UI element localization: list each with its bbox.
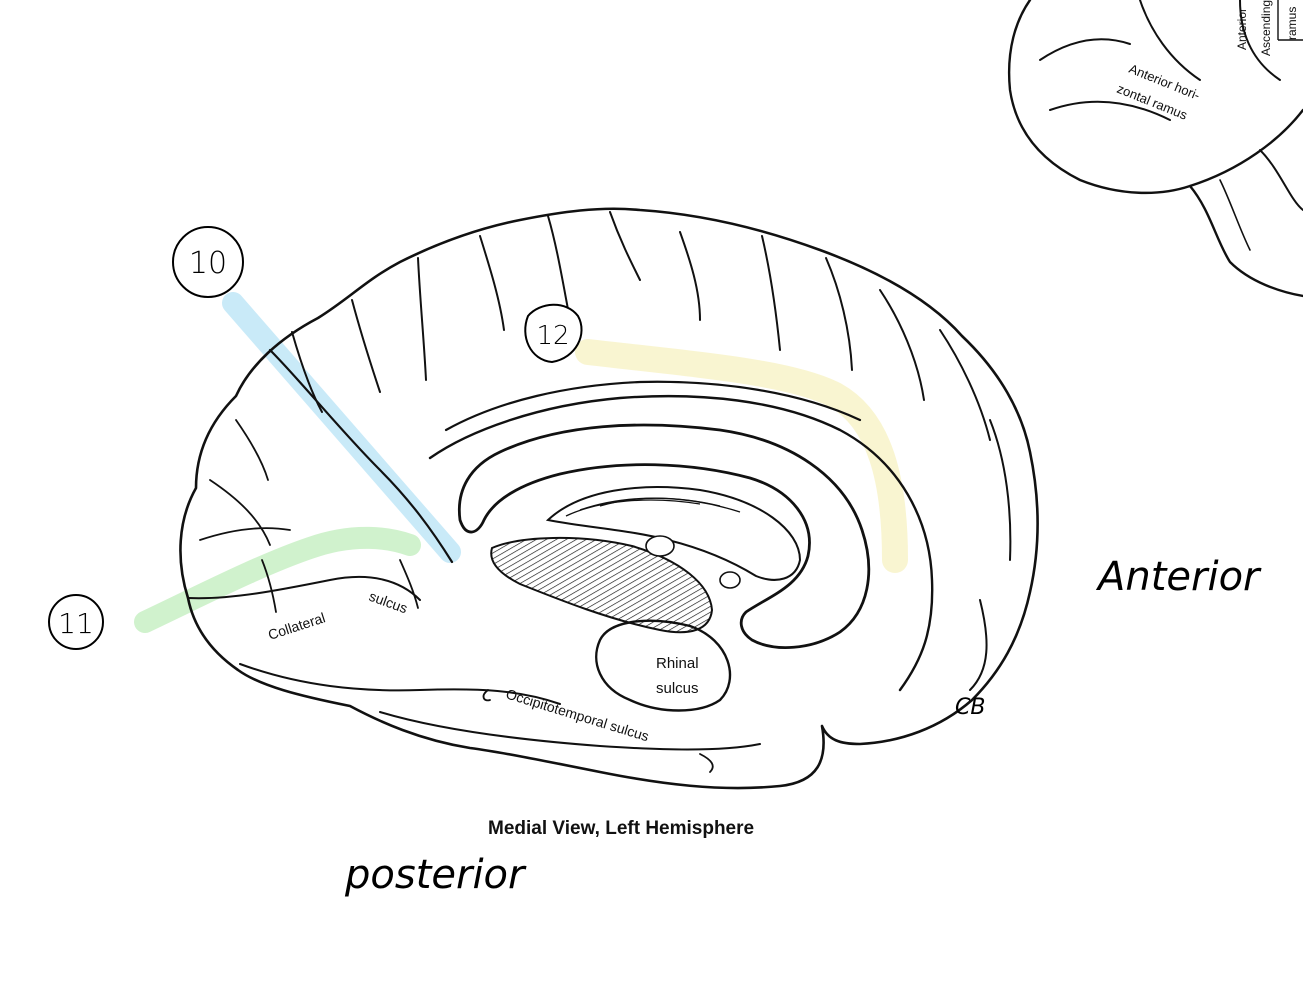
annotation-marker-11: 11 <box>48 594 104 650</box>
highlight-11-green <box>134 526 421 633</box>
highlight-12-yellow <box>575 339 908 573</box>
uncus-outline <box>595 619 732 712</box>
svg-text:11: 11 <box>58 607 94 640</box>
illustrator-signature: CB <box>955 695 985 720</box>
corpus-callosum-icon <box>457 423 871 649</box>
annotation-marker-12: 12 <box>524 303 583 364</box>
occipitotemporal-label: Occipitotemporal sulcus <box>504 686 651 745</box>
ascending-label: Ascending <box>1259 0 1273 56</box>
thalamus-hatched-icon <box>490 486 802 634</box>
annotation-marker-10: 10 <box>172 226 244 298</box>
printed-labels: Collateral sulcus Rhinal sulcus Occipito… <box>266 588 985 839</box>
rhinal-label-line2: sulcus <box>656 680 699 697</box>
ramus-label: ramus <box>1285 7 1299 40</box>
anterior-annotation: Anterior <box>1095 554 1262 600</box>
rhinal-label-line1: Rhinal <box>656 655 699 672</box>
collateral-label: Collateral <box>266 609 327 642</box>
posterior-annotation: posterior <box>344 852 527 898</box>
lateral-view-inset: Anterior hori- zontal ramus Anterior Asc… <box>1008 0 1303 298</box>
svg-text:10: 10 <box>189 246 227 281</box>
collateral-sulcus-label: sulcus <box>367 588 410 617</box>
svg-text:12: 12 <box>536 321 569 351</box>
figure-caption: Medial View, Left Hemisphere <box>488 818 754 839</box>
anterior-vertical-label: Anterior <box>1235 8 1249 50</box>
brain-outline-icon <box>179 207 1039 790</box>
